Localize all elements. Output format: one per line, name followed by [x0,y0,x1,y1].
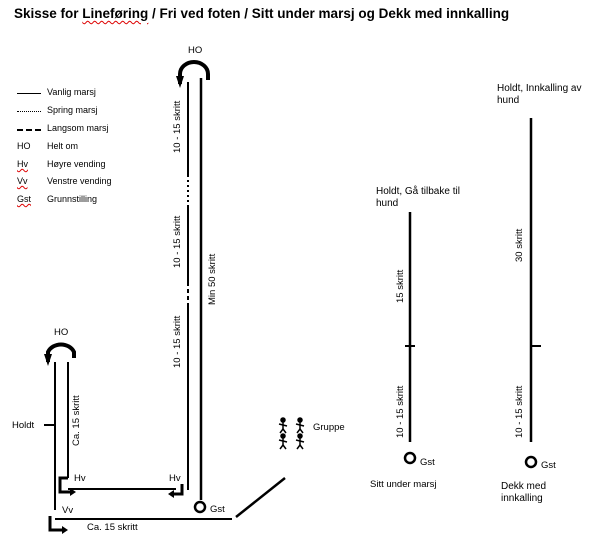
legend-item: Spring marsj [14,104,164,120]
dekk-upper-label: 30 skritt [514,228,525,262]
dekk-course-lines [524,118,541,469]
legend-line-dotted [17,111,41,112]
hv-left-label: Hv [74,473,86,484]
ca-15-vertical-label: Ca. 15 skritt [71,395,82,446]
ho-top-turn [178,60,210,84]
legend-line-dashed [17,129,41,131]
holdt-label: Holdt [12,420,35,431]
segment-top-label: 10 - 15 skritt [172,100,183,153]
legend-item: HO Helt om [14,140,164,156]
legend-item: Gst Grunnstilling [14,193,164,209]
legend-label: Spring marsj [47,105,98,115]
dekk-caption: Dekk med innkalling [501,481,547,504]
sitt-header: Holdt, Gå tilbake til hund [376,186,460,209]
legend-item: Vv Venstre vending [14,175,164,191]
gruppe-label: Gruppe [313,422,345,433]
segment-mid-label: 10 - 15 skritt [172,215,183,268]
diagram-title: Skisse for Lineføring / Fri ved foten / … [14,6,509,21]
legend-item: Langsom marsj [14,122,164,138]
hv-right-label: Hv [169,473,181,484]
vv-arrow [48,516,64,532]
sitt-lower-label: 10 - 15 skritt [395,385,406,438]
legend-label: Venstre vending [47,176,112,186]
ca-15-horizontal-label: Ca. 15 skritt [87,522,138,533]
sitt-upper-label: 15 skritt [395,269,406,303]
dekk-gst-circle [524,455,538,469]
group-icon [278,417,305,450]
segment-bottom-label: 10 - 15 skritt [172,315,183,368]
dekk-gst-label: Gst [541,460,556,471]
ho-left-turn [46,342,76,362]
ho-top-label: HO [188,45,203,56]
dekk-lower-label: 10 - 15 skritt [514,385,525,438]
legend-label: Helt om [47,141,79,151]
sitt-course-lines [403,212,417,465]
left-course-lines [44,60,286,534]
title-part2: Lineføring [82,6,149,21]
sitt-gst-label: Gst [420,457,435,468]
sitt-caption: Sitt under marsj [370,479,437,490]
hv-left-arrow [58,476,72,494]
legend-symbol: HO [17,141,31,151]
title-part1: Skisse for [14,6,83,21]
left-gst-label: Gst [210,504,225,515]
min-50-label: Min 50 skritt [207,253,218,305]
sitt-gst-circle [403,451,417,465]
legend-item: Hv Høyre vending [14,158,164,174]
legend-label: Grunnstilling [47,194,98,204]
vv-label: Vv [62,505,74,516]
legend-symbol: Vv [17,176,28,186]
legend-symbol: Gst [17,194,32,204]
title-part3: / Fri ved foten / Sitt under marsj og De… [148,6,510,21]
ho-left-label: HO [54,327,69,338]
legend-label: Vanlig marsj [47,87,96,97]
hv-right-arrow [172,484,184,496]
legend-label: Høyre vending [47,159,106,169]
legend-line-solid [17,93,41,94]
legend-symbol: Hv [17,159,28,169]
left-gst-circle [193,500,207,514]
dekk-header: Holdt, Innkalling av hund [497,83,582,106]
diagonal-to-group [235,477,286,518]
legend-label: Langsom marsj [47,123,109,133]
legend-item: Vanlig marsj [14,86,164,102]
